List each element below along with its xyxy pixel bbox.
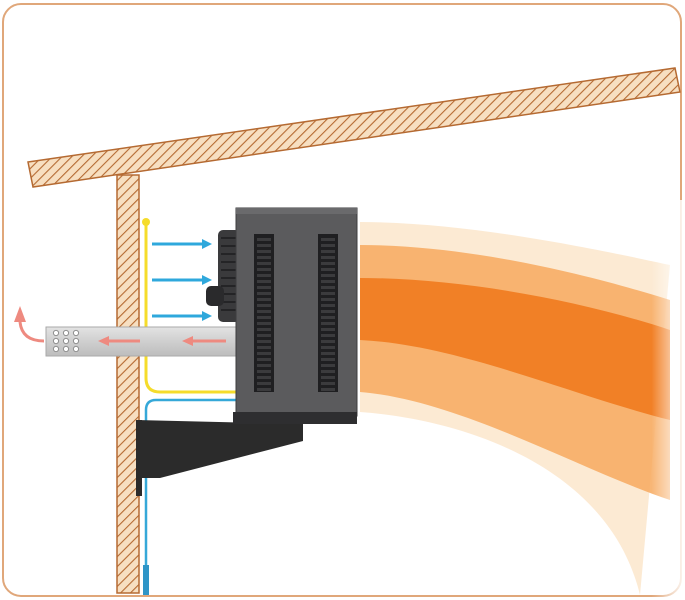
louvre-slat xyxy=(257,370,271,373)
louvre-slat xyxy=(321,238,335,241)
louvre-slat xyxy=(321,298,335,301)
louvre-slat xyxy=(257,334,271,337)
louvre-slat xyxy=(321,274,335,277)
louvre-slat xyxy=(257,388,271,391)
louvre-slat xyxy=(321,340,335,343)
louvre-slat xyxy=(257,310,271,313)
louvre-slat xyxy=(257,262,271,265)
louvre-slat xyxy=(321,286,335,289)
wall xyxy=(116,174,140,594)
intake-arrow xyxy=(152,239,212,249)
vent-hole xyxy=(52,329,60,337)
louvre-slat xyxy=(321,316,335,319)
exhaust-arrow-icon xyxy=(14,306,226,346)
louvre-slat xyxy=(321,292,335,295)
louvre-slat xyxy=(257,244,271,247)
vent-hole xyxy=(72,345,80,353)
heat-fade xyxy=(560,200,682,600)
louvre-slat xyxy=(257,268,271,271)
intake-arrow-icon xyxy=(152,239,212,321)
louvre-slat xyxy=(321,262,335,265)
louvre-slat xyxy=(321,280,335,283)
louvre-slat xyxy=(257,292,271,295)
vent-hole xyxy=(62,345,70,353)
louvre-slat xyxy=(321,328,335,331)
louvre-slat xyxy=(321,250,335,253)
vent-hole xyxy=(62,329,70,337)
heater-body-shade xyxy=(236,208,357,214)
water-line-drop xyxy=(143,565,149,595)
vent-hole xyxy=(72,337,80,345)
louvre-slat xyxy=(321,376,335,379)
louvre-slat xyxy=(321,370,335,373)
louvre-slat xyxy=(257,274,271,277)
louvre-slat xyxy=(257,358,271,361)
louvre-slat xyxy=(321,322,335,325)
louvre-slat xyxy=(321,352,335,355)
louvre-slat xyxy=(257,382,271,385)
louvre-slat xyxy=(321,358,335,361)
louvre-slat xyxy=(321,388,335,391)
louvre-slat xyxy=(321,346,335,349)
vent-hole xyxy=(52,337,60,345)
intake-arrow xyxy=(152,275,212,285)
louvre-slat xyxy=(321,304,335,307)
vent-hole xyxy=(62,337,70,345)
gas-line xyxy=(144,222,240,394)
louvre-slat xyxy=(321,268,335,271)
vent-hole xyxy=(52,345,60,353)
louvre-slat xyxy=(257,328,271,331)
louvre-slat xyxy=(257,316,271,319)
louvre-slat xyxy=(321,334,335,337)
intake-arrow xyxy=(152,311,212,321)
louvre-slat xyxy=(321,382,335,385)
louvre-slat xyxy=(257,340,271,343)
heat-output-plume xyxy=(360,200,682,600)
louvre-slat xyxy=(321,256,335,259)
heater-icon xyxy=(206,207,358,424)
louvre-slat xyxy=(321,364,335,367)
louvre-slat xyxy=(257,304,271,307)
water-line xyxy=(144,398,240,595)
vent-hole xyxy=(72,329,80,337)
louvre-slat xyxy=(321,310,335,313)
louvre-slat xyxy=(257,250,271,253)
heater-rear-knob xyxy=(206,286,224,306)
heater-louvres xyxy=(257,238,335,391)
louvre-slat xyxy=(257,286,271,289)
louvre-slat xyxy=(257,280,271,283)
roof-beam xyxy=(27,67,681,188)
louvre-slat xyxy=(257,346,271,349)
louvre-slat xyxy=(257,298,271,301)
heater-rear-ribs xyxy=(221,237,238,311)
louvre-slat xyxy=(257,322,271,325)
exhaust-arrow-out xyxy=(14,306,45,343)
louvre-slat xyxy=(257,364,271,367)
wall-bracket xyxy=(136,420,303,478)
louvre-slat xyxy=(257,376,271,379)
exhaust-arrow xyxy=(182,336,226,346)
louvre-slat xyxy=(321,244,335,247)
bracket-foot xyxy=(136,420,142,496)
louvre-slat xyxy=(257,352,271,355)
exhaust-arrow xyxy=(98,336,140,346)
flue-vent-holes xyxy=(52,329,80,353)
louvre-slat xyxy=(257,256,271,259)
heater-base xyxy=(233,412,357,424)
louvre-slat xyxy=(257,238,271,241)
